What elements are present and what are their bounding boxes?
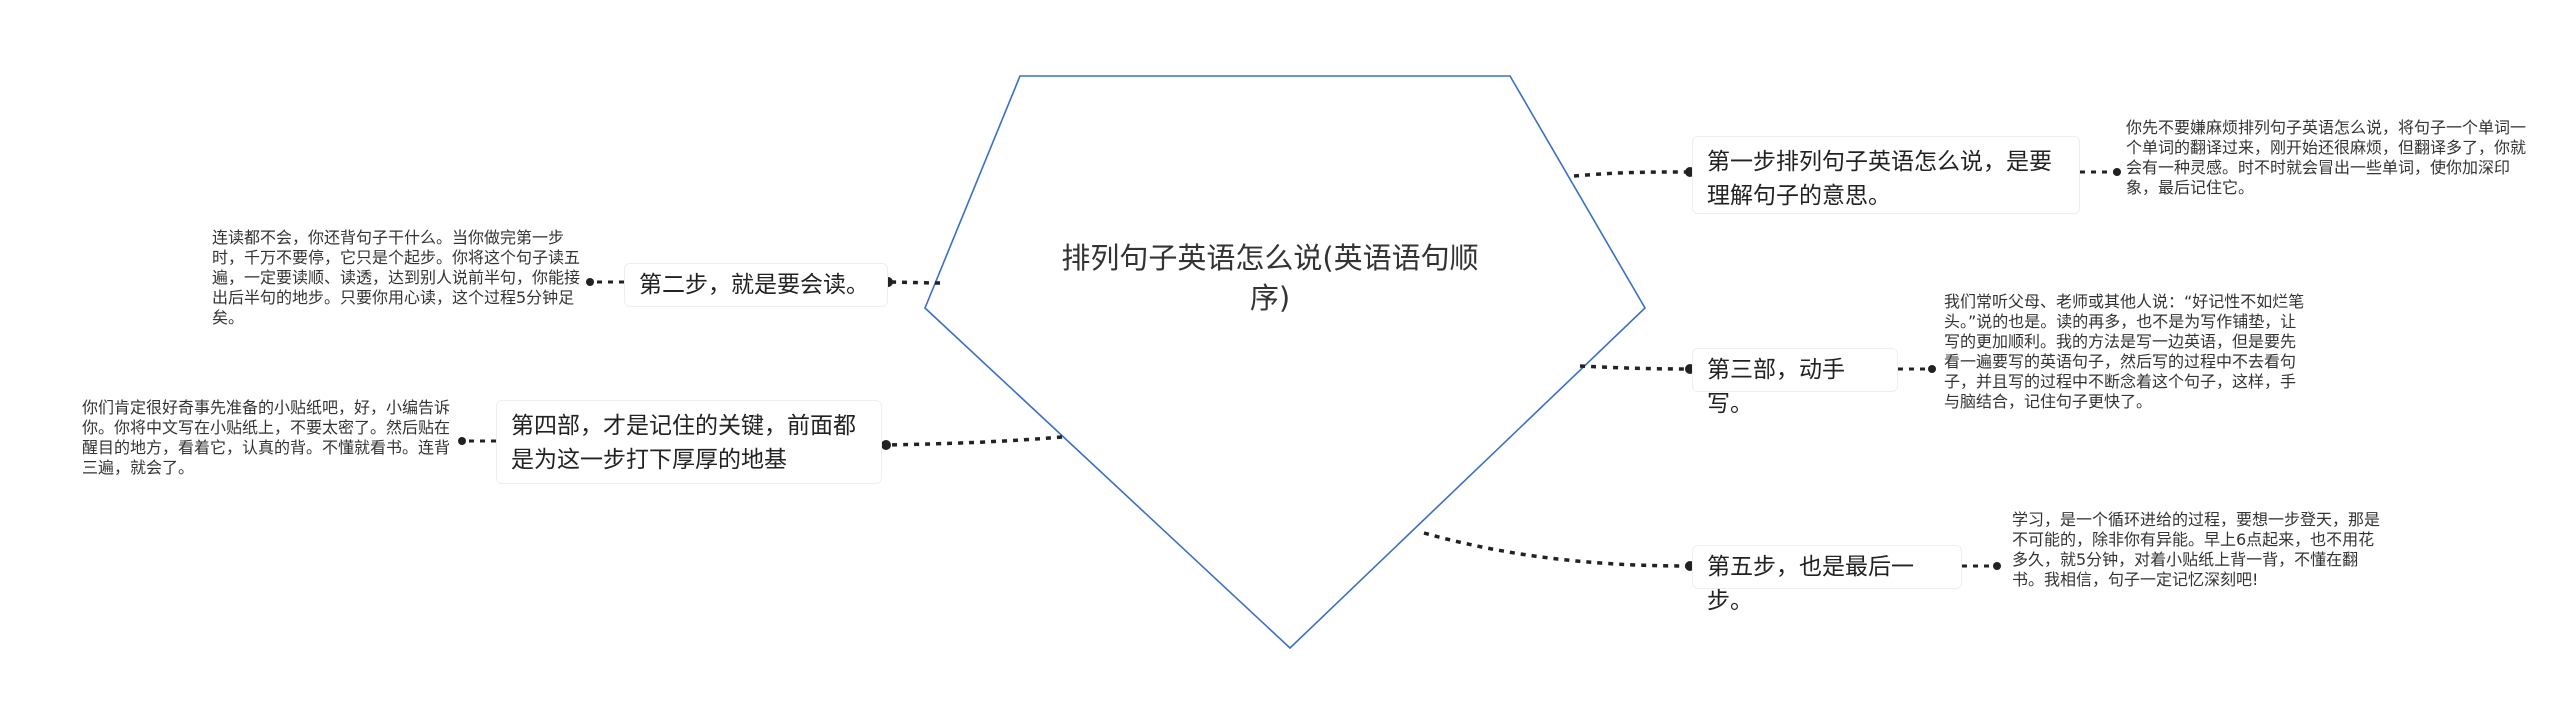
connector-step5 <box>1423 531 1691 568</box>
connector-step3 <box>1579 364 1691 371</box>
connector-step1 <box>1573 170 1691 178</box>
note-step1: 你先不要嫌麻烦排列句子英语怎么说，将句子一个单词一个单词的翻译过来，刚开始还很麻… <box>2126 118 2527 197</box>
note-step2: 连读都不会，你还背句子干什么。当你做完第一步时，千万不要停，它只是个起步。你将这… <box>212 228 581 327</box>
branch-node-step2[interactable]: 第二步，就是要会读。 <box>624 263 888 307</box>
connector-step2 <box>887 280 941 285</box>
branch-node-step4[interactable]: 第四部，才是记住的关键，前面都是为这一步打下厚厚的地基 <box>496 400 882 484</box>
note-step3: 我们常听父母、老师或其他人说：“好记性不如烂笔头。”说的也是。读的再多，也不是为… <box>1944 292 2305 411</box>
note-connector-step5-dot <box>1993 562 2001 570</box>
note-step4: 你们肯定很好奇事先准备的小贴纸吧，好，小编告诉你。你将中文写在小贴纸上，不要太密… <box>82 398 451 477</box>
note-connector-step1-dot <box>2113 168 2121 176</box>
branch-node-step1[interactable]: 第一步排列句子英语怎么说，是要理解句子的意思。 <box>1692 136 2080 214</box>
note-step5: 学习，是一个循环进给的过程，要想一步登天，那是不可能的，除非你有异能。早上6点起… <box>2012 510 2381 589</box>
note-connector-step4-dot <box>458 437 466 445</box>
connector-step4-dot <box>881 440 891 450</box>
note-connector-step3-dot <box>1928 365 1936 373</box>
branch-node-step5[interactable]: 第五步，也是最后一步。 <box>1692 545 1962 614</box>
note-connector-step2-dot <box>586 278 594 286</box>
central-topic-title[interactable]: 排列句子英语怎么说(英语语句顺序) <box>1061 241 1479 315</box>
branch-node-step3[interactable]: 第三部，动手写。 <box>1692 348 1898 417</box>
central-topic-shape[interactable] <box>924 75 1647 650</box>
connector-step4 <box>885 435 1063 447</box>
